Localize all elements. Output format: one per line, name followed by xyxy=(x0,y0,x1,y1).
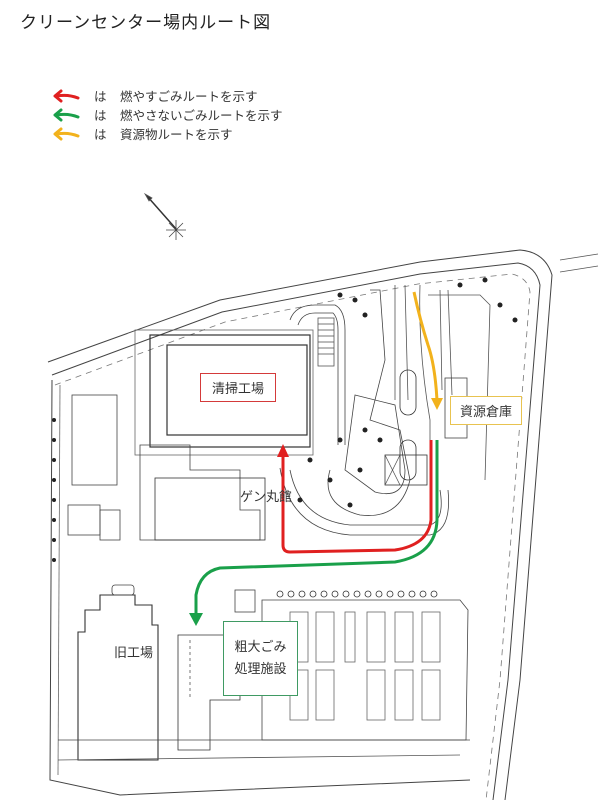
arrow-left-icon xyxy=(53,127,80,140)
recyclable-route xyxy=(412,291,439,401)
legend-item-non-burnable: は 燃やさないごみルートを示す xyxy=(52,105,283,124)
legend-item-burnable: は 燃やすごみルートを示す xyxy=(52,86,283,105)
legend-marker: は xyxy=(94,127,107,142)
legend-marker: は xyxy=(94,89,107,104)
cleaning-plant-label: 清掃工場 xyxy=(200,373,276,402)
bulky-waste-label-line1: 粗大ごみ xyxy=(234,639,287,655)
old-plant-label: 旧工場 xyxy=(114,646,154,661)
genmaru-hall-label: ゲン丸館 xyxy=(240,490,293,505)
legend-item-recyclable: は 資源物ルートを示す xyxy=(52,124,283,143)
legend-marker: は xyxy=(94,108,107,123)
legend-text: 資源物ルートを示す xyxy=(120,127,233,142)
site-plan-map xyxy=(47,192,599,801)
arrow-left-icon xyxy=(53,89,80,102)
north-arrow-icon xyxy=(143,192,186,240)
burnable-route xyxy=(281,440,433,554)
arrow-left-icon xyxy=(53,108,80,121)
non-burnable-route xyxy=(194,440,439,615)
page-title: クリーンセンター場内ルート図 xyxy=(20,13,272,33)
bulky-waste-facility-label: 粗大ごみ 処理施設 xyxy=(223,621,298,696)
resource-warehouse-label: 資源倉庫 xyxy=(450,396,522,425)
legend-text: 燃やすごみルートを示す xyxy=(120,89,258,104)
legend-text: 燃やさないごみルートを示す xyxy=(120,108,283,123)
bulky-waste-label-line2: 処理施設 xyxy=(234,661,287,677)
route-legend: は 燃やすごみルートを示す は 燃やさないごみルートを示す は 資源物ルートを示… xyxy=(52,86,283,143)
